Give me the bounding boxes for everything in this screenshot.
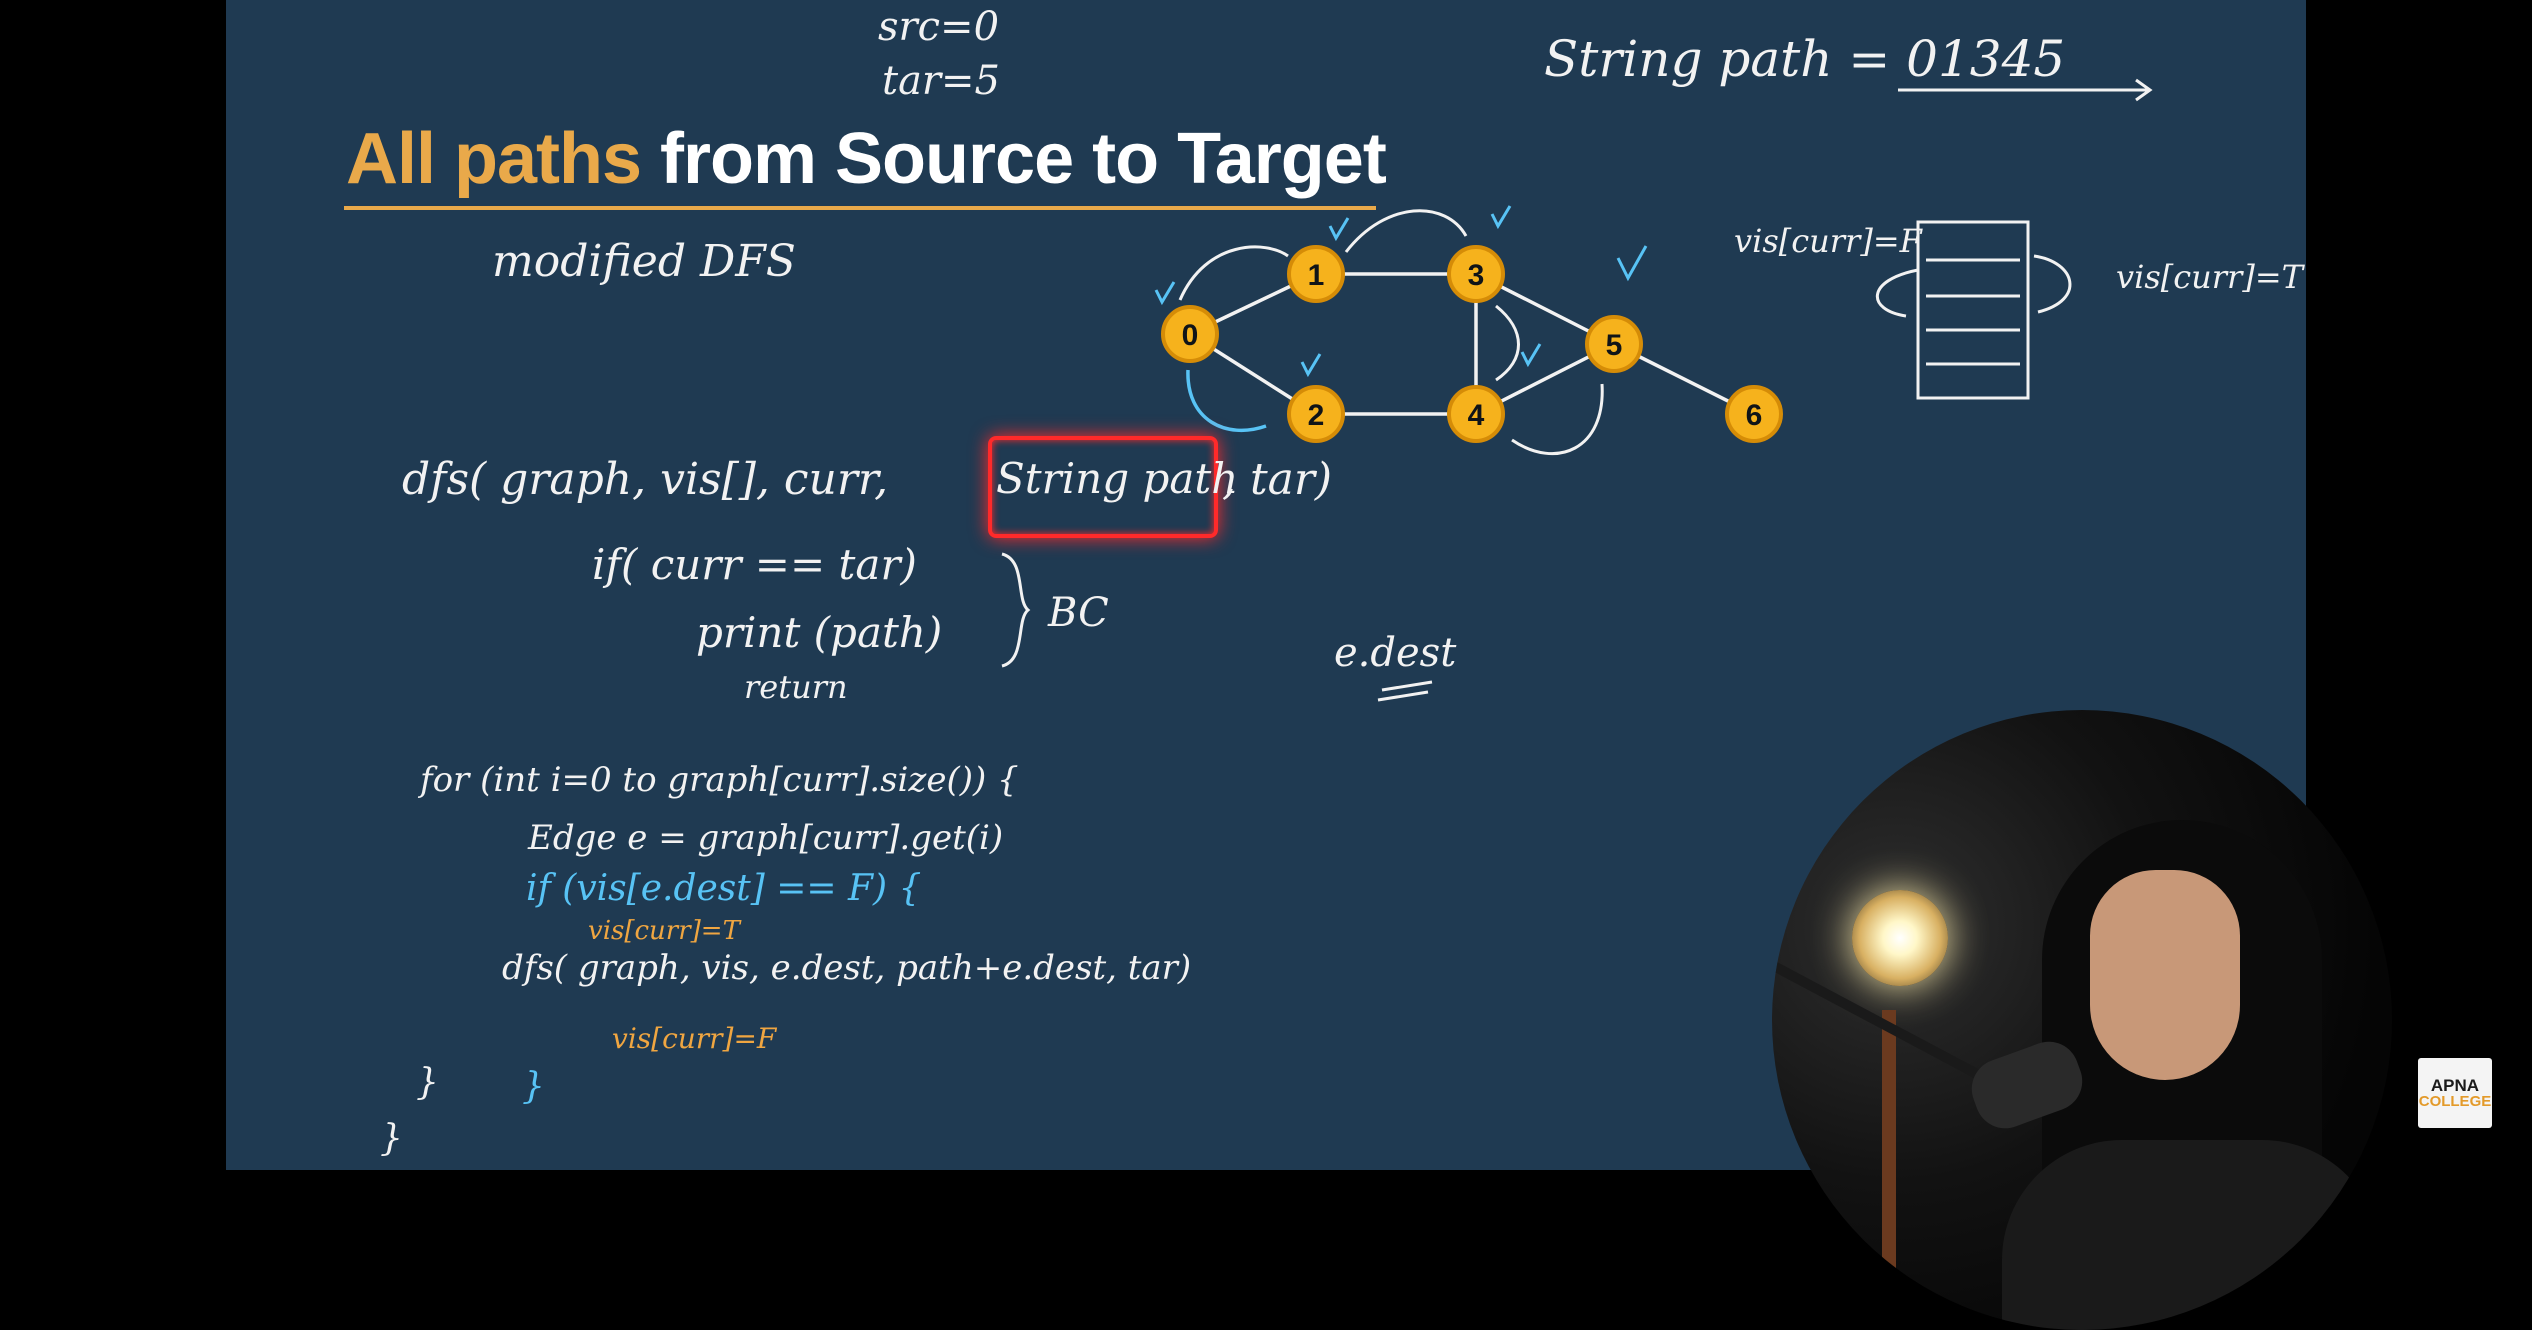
dfs-signature-end: , tar) (1222, 454, 1333, 505)
graph-node-0: 0 (1161, 305, 1219, 363)
slide-title: All paths from Source to Target (346, 118, 1387, 200)
title-accent: All paths (346, 119, 642, 199)
svg-text:4: 4 (1468, 399, 1485, 432)
edest-note: e.dest (1334, 630, 1457, 676)
tick-5 (1616, 245, 1648, 282)
modified-dfs-note: modified DFS (492, 236, 796, 287)
tar-note: tar=5 (882, 58, 1001, 104)
base-case-brace (1001, 552, 1031, 668)
presenter-webcam (1772, 710, 2392, 1330)
dfs-string-path: String path (996, 454, 1239, 503)
stack-right-note: vis[curr]=T (2116, 258, 2303, 296)
string-path-note: String path = 01345 (1544, 30, 2066, 88)
tick-4 (1520, 343, 1542, 368)
arrow-4-5 (1511, 383, 1604, 456)
svg-text:1: 1 (1308, 259, 1325, 292)
base-case-if: if( curr == tar) (592, 540, 917, 589)
code-close-mid: } (522, 1066, 545, 1107)
code-dfs-call: dfs( graph, vis, e.dest, path+e.dest, ta… (502, 948, 1192, 988)
stack-pop-arrow (2033, 254, 2072, 314)
code-for-loop: for (int i=0 to graph[curr].size()) { (420, 760, 1019, 800)
path-arrowhead (2135, 78, 2153, 102)
studio-lamp (1852, 890, 1948, 986)
string-path-highlight (988, 436, 1218, 538)
logo-line-1: APNA (2430, 1076, 2480, 1095)
apna-college-logo: APNA COLLEGE (2418, 1058, 2492, 1128)
code-if-vis: if (vis[e.dest] == F) { (526, 868, 922, 909)
base-case-label: BC (1048, 590, 1109, 636)
svg-text:0: 0 (1182, 319, 1199, 352)
svg-text:6: 6 (1746, 399, 1763, 432)
code-vis-true: vis[curr]=T (588, 916, 740, 946)
graph-node-6: 6 (1725, 385, 1783, 443)
code-close-inner: } (416, 1062, 439, 1103)
edest-underline-2 (1377, 690, 1429, 702)
base-case-print: print (path) (696, 608, 943, 657)
edest-underline-1 (1381, 680, 1433, 692)
tick-0 (1154, 281, 1176, 306)
graph-node-5: 5 (1585, 315, 1643, 373)
code-edge-line: Edge e = graph[curr].get(i) (528, 818, 1004, 858)
src-note: src=0 (878, 4, 1000, 50)
arrow-0-2 (1186, 369, 1267, 432)
code-close-outer: } (380, 1118, 403, 1159)
lamp-tripod (1882, 1010, 1896, 1300)
graph-node-2: 2 (1287, 385, 1345, 443)
base-case-return: return (744, 668, 848, 706)
presenter-face (2090, 870, 2240, 1080)
graph-node-1: 1 (1287, 245, 1345, 303)
whiteboard: All paths from Source to Target src=0 ta… (226, 0, 2306, 1170)
tick-3 (1490, 205, 1512, 230)
svg-text:5: 5 (1606, 329, 1623, 362)
graph-diagram: 0 1 2 3 4 5 6 (1154, 78, 2153, 702)
stack-push-arrow (1876, 268, 1919, 318)
logo-line-2: COLLEGE (2418, 1093, 2492, 1110)
arrow-3-4 (1495, 304, 1520, 382)
code-vis-false: vis[curr]=F (612, 1022, 777, 1055)
title-rest: from Source to Target (641, 119, 1387, 199)
arrow-0-1 (1178, 245, 1289, 301)
arrow-1-3 (1344, 209, 1468, 253)
presenter-body (2002, 1140, 2382, 1330)
svg-text:2: 2 (1308, 399, 1325, 432)
call-stack-outline (1916, 220, 2030, 400)
title-underline (344, 206, 1376, 210)
tick-2 (1300, 353, 1322, 378)
graph-node-3: 3 (1447, 245, 1505, 303)
dfs-signature-start: dfs( graph, vis[], curr, (402, 454, 889, 505)
stack-left-note: vis[curr]=F (1734, 222, 1922, 260)
svg-text:3: 3 (1468, 259, 1485, 292)
tick-1 (1328, 217, 1350, 242)
graph-node-4: 4 (1447, 385, 1505, 443)
